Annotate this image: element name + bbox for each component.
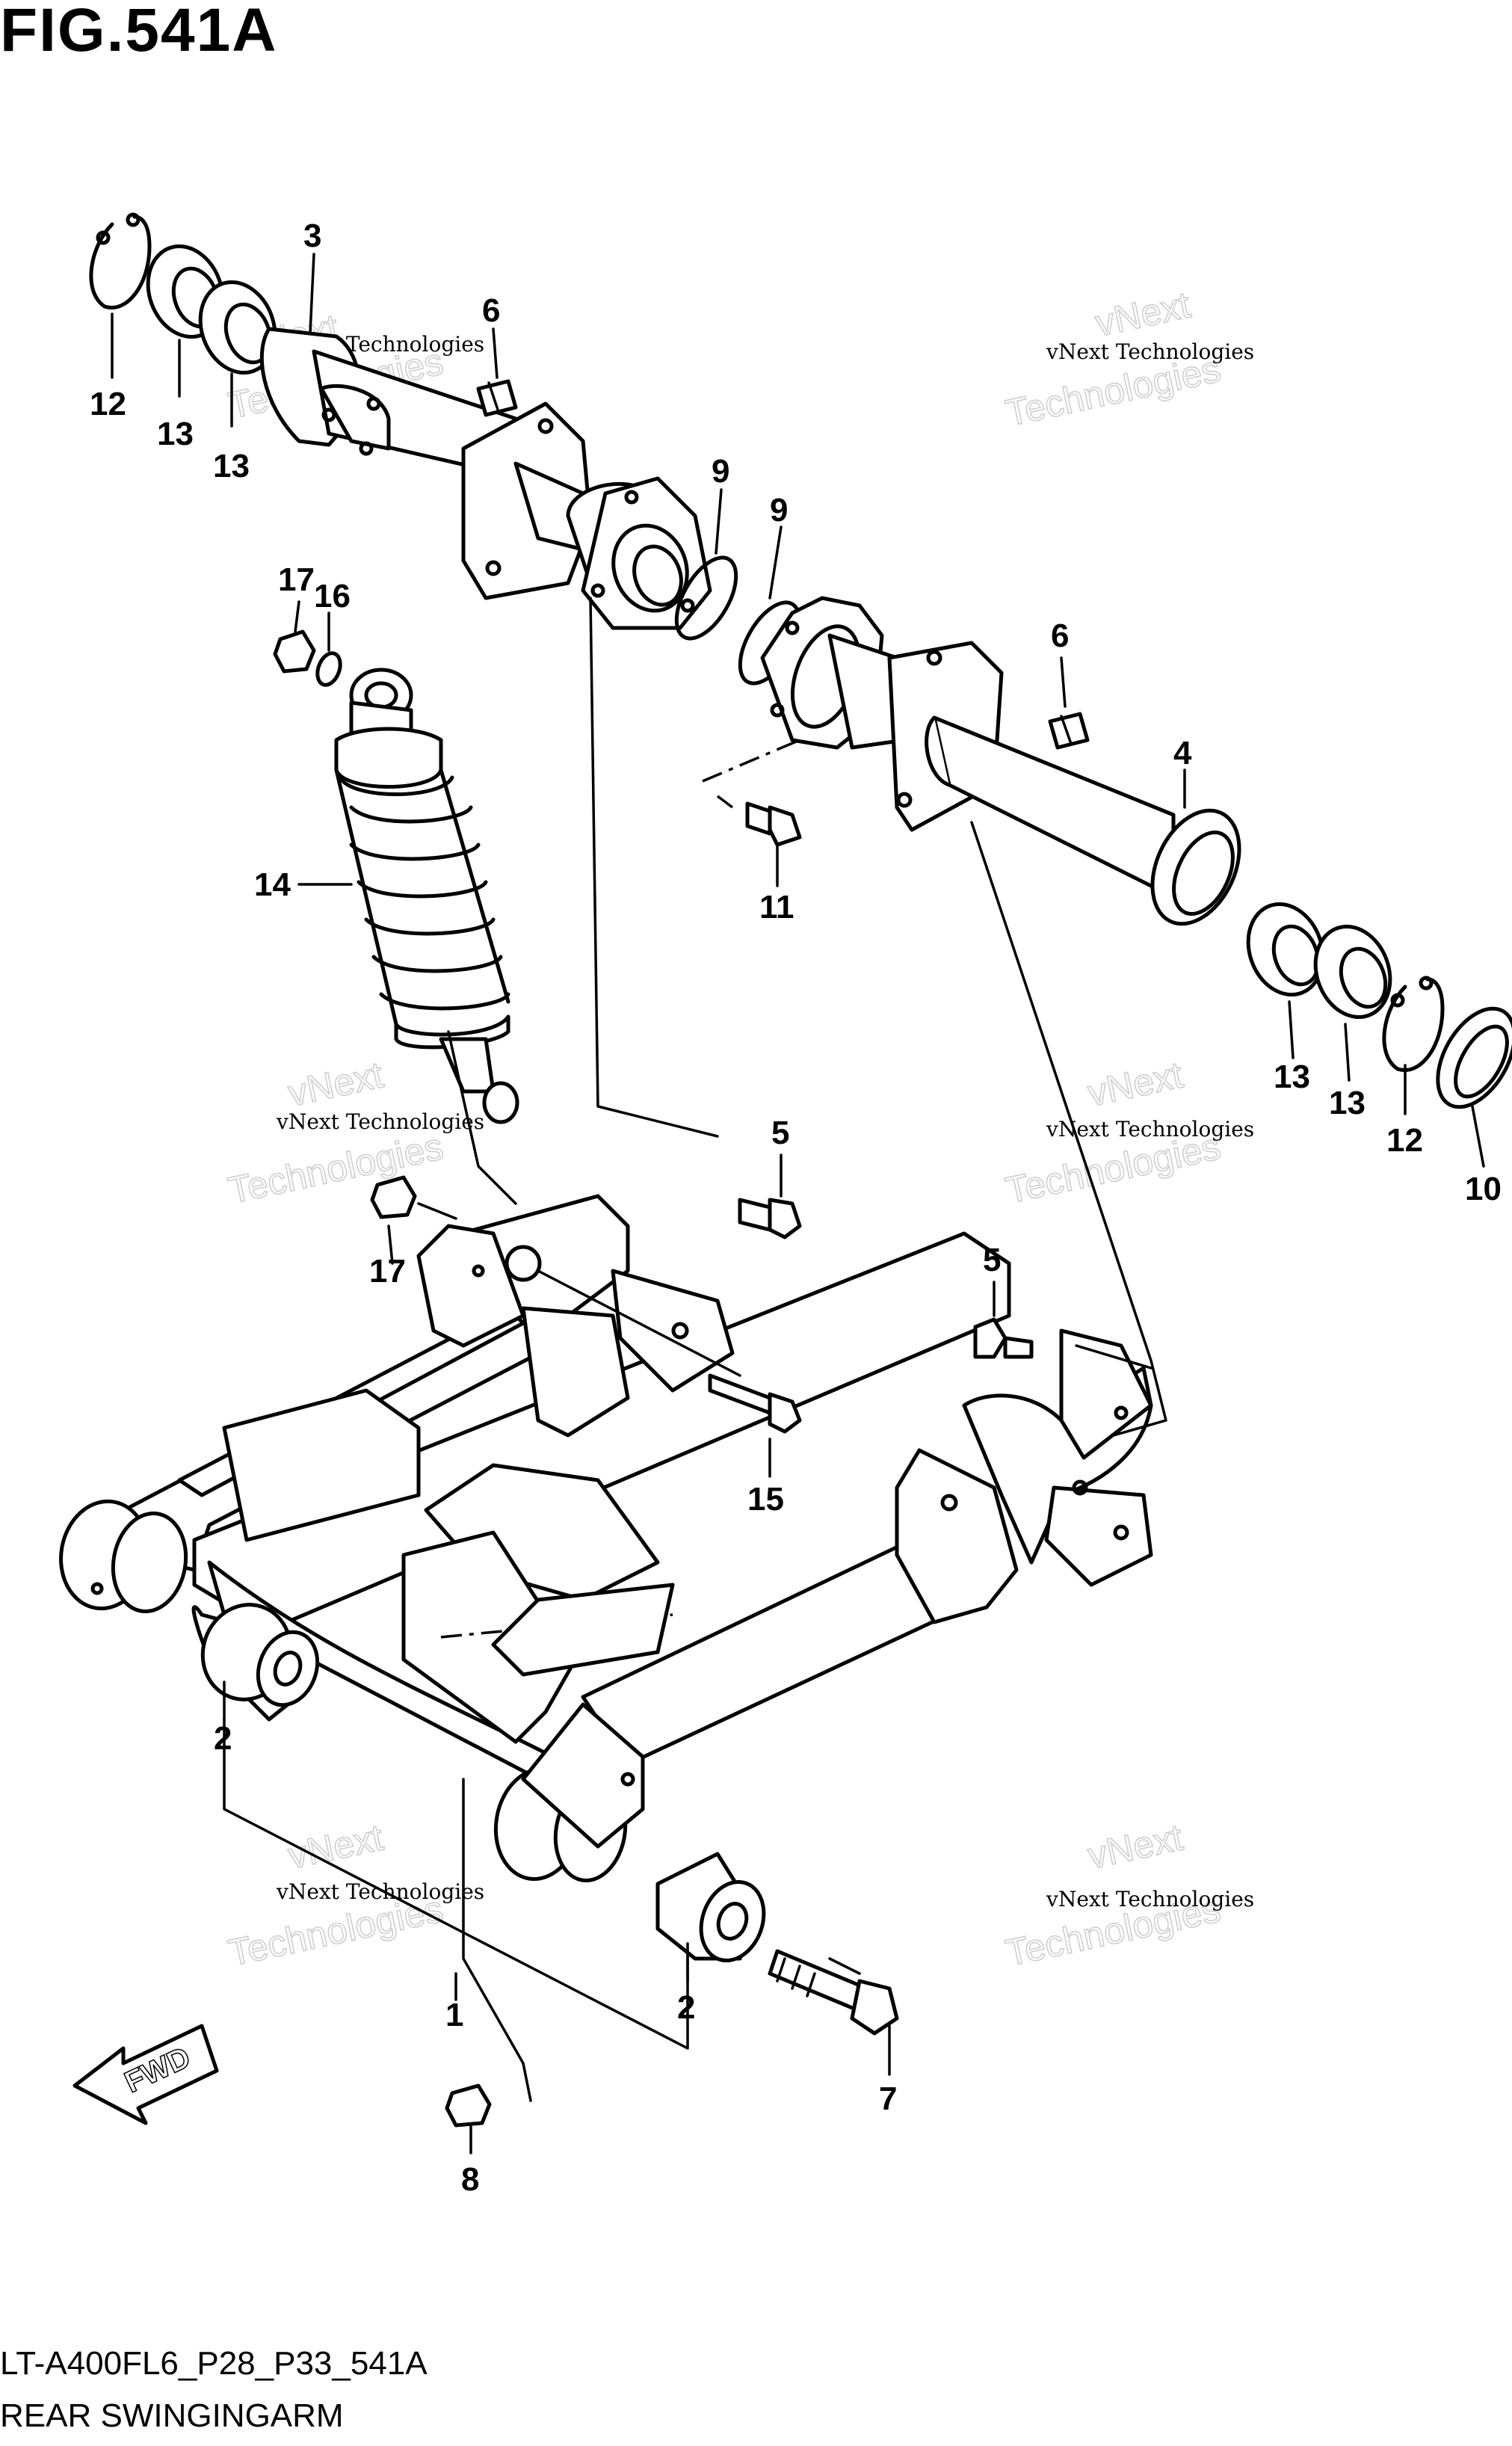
callout-5-lower: 5 <box>983 1242 1001 1278</box>
leader-lines <box>111 253 1485 2154</box>
nut-17-bottom-drawing <box>370 1175 417 1219</box>
svg-text:vNext: vNext <box>1092 283 1194 344</box>
callout-17-top: 17 <box>278 561 315 598</box>
svg-text:vNext: vNext <box>285 1053 387 1114</box>
bolt-11-drawing <box>745 801 802 847</box>
bolt-5-upper-drawing <box>738 1198 802 1239</box>
fwd-arrow: FWD <box>72 2024 219 2125</box>
callout-11: 11 <box>759 889 794 925</box>
callout-2-right: 2 <box>677 1989 695 2026</box>
figure-title: FIG.541A <box>0 0 278 64</box>
svg-text:vNext Technologies: vNext Technologies <box>1046 1117 1254 1142</box>
callout-15: 15 <box>747 1481 784 1518</box>
callout-12-right: 12 <box>1386 1122 1423 1159</box>
svg-text:vNext: vNext <box>1084 1816 1187 1876</box>
watermark-6: vNext Technologies vNext Technologies <box>1002 1816 1254 1975</box>
callout-6-right: 6 <box>1051 617 1069 654</box>
callout-12-left: 12 <box>90 386 126 422</box>
nut-17-top-drawing <box>273 629 316 674</box>
callout-3: 3 <box>303 218 321 254</box>
callout-9-left: 9 <box>712 453 729 490</box>
bolt-7-drawing <box>768 1949 899 2036</box>
svg-text:vNext: vNext <box>1084 1053 1187 1114</box>
callout-6-left: 6 <box>482 292 500 329</box>
svg-text:vNext Technologies: vNext Technologies <box>1046 1887 1254 1911</box>
callout-1: 1 <box>445 1997 463 2033</box>
grease-nipple-right-drawing <box>1048 712 1090 750</box>
bolt-15-drawing <box>708 1373 802 1434</box>
callout-13-c: 13 <box>1274 1059 1310 1095</box>
watermark-5: vNext Technologies vNext Technologies <box>224 1816 484 1975</box>
pivot-housing-right-drawing <box>760 596 1241 926</box>
figure-code: LT-A400FL6_P28_P33_541A <box>0 2345 428 2382</box>
circlip-right-drawing <box>1382 976 1445 1072</box>
seal-right-drawing <box>1436 1006 1512 1109</box>
callout-13-a: 13 <box>157 416 194 452</box>
svg-text:vNext Technologies: vNext Technologies <box>1046 339 1254 364</box>
callout-9-right: 9 <box>770 492 788 529</box>
svg-text:vNext Technologies: vNext Technologies <box>276 1109 484 1134</box>
shock-absorber-drawing <box>334 668 519 1124</box>
callout-10: 10 <box>1465 1171 1502 1207</box>
callout-16: 16 <box>314 578 351 614</box>
guide-lines <box>223 597 1167 2102</box>
circlip-left-drawing <box>89 212 152 309</box>
callout-5-upper: 5 <box>771 1115 789 1151</box>
bushing-2-right-drawing <box>655 1852 766 1963</box>
washer-16-drawing <box>315 651 342 687</box>
callout-13-d: 13 <box>1329 1085 1366 1121</box>
callout-7: 7 <box>879 2080 897 2117</box>
watermark-2: vNext Technologies vNext Technologies <box>1002 283 1254 435</box>
callout-4: 4 <box>1173 735 1192 771</box>
callout-2-left: 2 <box>214 1720 232 1757</box>
bolt-5-lower-drawing <box>973 1317 1034 1359</box>
grease-nipple-left-drawing <box>476 379 518 417</box>
oring-left-drawing <box>674 555 738 641</box>
swingarm-drawing <box>59 1194 1153 1882</box>
bearing-left-inner-drawing <box>198 280 277 375</box>
callout-17-bottom: 17 <box>369 1253 406 1290</box>
callout-14: 14 <box>254 866 291 903</box>
figure-name: REAR SWINGINGARM <box>0 2397 344 2434</box>
nut-8-drawing <box>445 2083 492 2128</box>
bushing-2-left-drawing <box>191 1603 320 1722</box>
callout-8: 8 <box>461 2161 479 2198</box>
pivot-housing-left-drawing <box>259 327 712 630</box>
callout-13-b: 13 <box>213 448 250 484</box>
watermark-4: vNext Technologies vNext Technologies <box>1002 1053 1254 1213</box>
bearing-right-1-drawing <box>1246 902 1325 997</box>
watermark-3: vNext Technologies vNext Technologies <box>224 1053 484 1213</box>
bearing-right-2-drawing <box>1313 924 1392 1020</box>
callout-labels: 1 2 2 3 4 5 5 6 6 7 8 9 9 10 11 12 12 13… <box>90 218 1502 2198</box>
svg-text:vNext Technologies: vNext Technologies <box>276 1879 484 1904</box>
